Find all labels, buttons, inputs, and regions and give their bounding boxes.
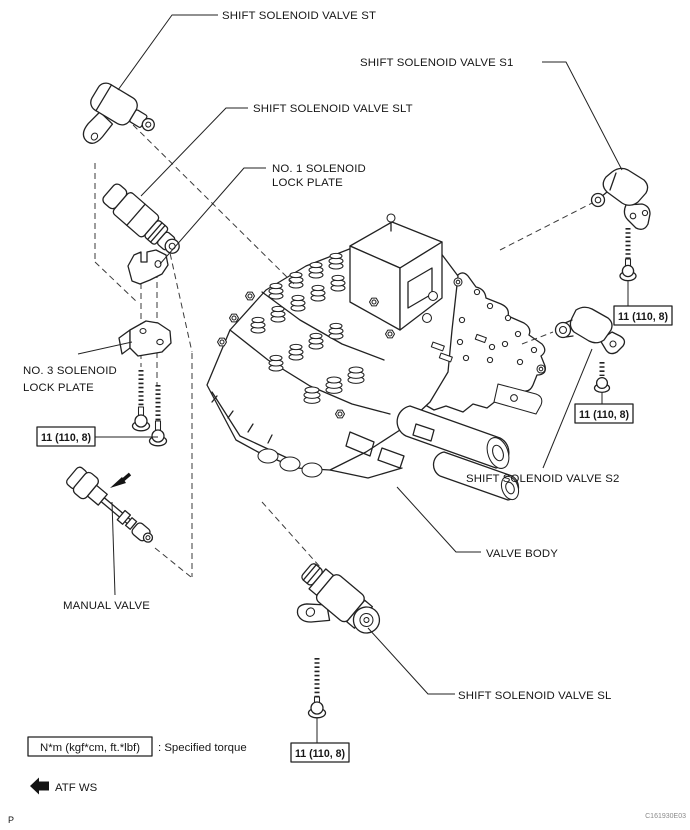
torque-value-s2: 11 (110, 8) [579, 409, 629, 421]
torque-legend: N*m (kgf*cm, ft.*lbf) : Specified torque [27, 736, 247, 757]
gasket-plate-holes [421, 277, 546, 415]
label-no3-lock-plate-line1: NO. 3 SOLENOID [23, 365, 117, 377]
torque-callout-s2: 11 (110, 8) [574, 403, 634, 424]
label-shift-solenoid-valve-sl: SHIFT SOLENOID VALVE SL [458, 690, 611, 702]
shift-solenoid-valve-s2-part [554, 306, 626, 355]
body-bolt-heads [216, 291, 396, 419]
no3-bolt-1 [131, 370, 151, 432]
manual-valve-part [66, 466, 154, 543]
label-shift-solenoid-valve-s1: SHIFT SOLENOID VALVE S1 [360, 57, 513, 69]
no1-solenoid-lock-plate-part [127, 249, 169, 285]
label-no1-lock-plate-line2: LOCK PLATE [272, 177, 343, 189]
atf-arrow-icon [30, 777, 49, 795]
torque-callout-sl: 11 (110, 8) [290, 742, 350, 763]
label-no1-lock-plate-line1: NO. 1 SOLENOID [272, 163, 366, 175]
shift-solenoid-valve-s1-part [590, 167, 651, 230]
valve-springs [250, 252, 365, 404]
torque-value-no3: 11 (110, 8) [41, 432, 91, 444]
label-valve-body: VALVE BODY [486, 548, 558, 560]
no3-solenoid-lock-plate-part [118, 320, 172, 357]
label-shift-solenoid-valve-st: SHIFT SOLENOID VALVE ST [222, 10, 376, 22]
torque-callout-no3: 11 (110, 8) [36, 426, 96, 447]
torque-value-sl: 11 (110, 8) [295, 748, 345, 760]
sl-bolt [307, 658, 327, 719]
torque-callout-s1: 11 (110, 8) [613, 305, 673, 326]
leader-lines [77, 14, 629, 743]
label-shift-solenoid-valve-slt: SHIFT SOLENOID VALVE SLT [253, 103, 413, 115]
legend-atf-label: ATF WS [55, 782, 98, 794]
label-shift-solenoid-valve-s2: SHIFT SOLENOID VALVE S2 [466, 473, 619, 485]
label-no3-lock-plate-line2: LOCK PLATE [23, 382, 94, 394]
label-manual-valve: MANUAL VALVE [63, 600, 150, 612]
s1-bolt [619, 228, 637, 282]
s2-bolt [593, 362, 611, 394]
part-label-texts: SHIFT SOLENOID VALVE ST SHIFT SOLENOID V… [23, 10, 619, 702]
figure-code: C161930E03 [645, 813, 686, 820]
shift-solenoid-valve-slt-part [102, 183, 180, 254]
legend-torque-unit: N*m (kgf*cm, ft.*lbf) [40, 742, 140, 754]
legend-torque-note: : Specified torque [158, 742, 247, 754]
tower-block [349, 213, 443, 331]
shift-solenoid-valve-st-part [82, 82, 155, 144]
accumulator-cylinders [329, 405, 520, 501]
manual-valve-arrow-icon [110, 472, 132, 488]
no3-bolt-2 [148, 385, 168, 447]
valve-body-drawing [206, 213, 546, 501]
shift-solenoid-valve-sl-part [296, 563, 381, 634]
page-marker: P [8, 815, 14, 825]
atf-legend: ATF WS [30, 777, 98, 795]
torque-value-s1: 11 (110, 8) [618, 311, 668, 323]
